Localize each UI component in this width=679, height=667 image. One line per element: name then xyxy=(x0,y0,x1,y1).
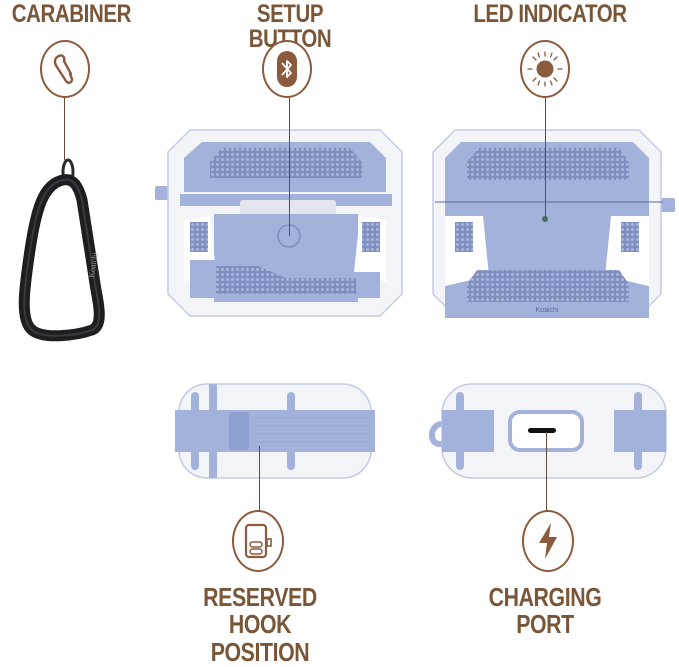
sun-led-icon xyxy=(527,51,563,87)
case-hook-icon xyxy=(244,523,272,559)
case-front-view xyxy=(155,129,403,317)
label-led-indicator: LED INDICATOR xyxy=(473,0,627,28)
label-reserved-hook: RESERVED HOOK POSITION xyxy=(170,582,350,667)
bluetooth-icon xyxy=(277,51,297,87)
label-charging-port: CHARGING PORT xyxy=(484,582,607,640)
charging-icon-circle xyxy=(522,510,574,572)
hook-icon-circle xyxy=(232,510,284,572)
setup-button-marker-line xyxy=(289,98,291,236)
carabiner-clip-icon xyxy=(53,54,74,84)
label-reserved-hook-line1: RESERVED HOOK xyxy=(203,582,317,640)
carabiner-icon-circle xyxy=(40,40,90,98)
label-setup-button: SETUP BUTTON xyxy=(248,0,332,53)
leader-line-hook xyxy=(259,446,261,512)
carabiner-brand-text: Koaichi xyxy=(87,251,100,278)
label-charging-port-line1: CHARGING xyxy=(488,582,602,612)
led-marker-line xyxy=(545,98,547,218)
label-reserved-hook-line2: POSITION xyxy=(210,636,310,667)
case-side-view xyxy=(175,383,375,479)
case-bottom-view xyxy=(429,383,667,479)
carabiner-image: Koaichi xyxy=(18,158,105,342)
label-carabiner: CARABINER xyxy=(11,0,132,28)
case-brand-text: Koaichi xyxy=(536,307,559,314)
led-icon-circle xyxy=(520,40,570,98)
lightning-bolt-icon xyxy=(539,523,557,559)
case-back-view: Koaichi xyxy=(432,129,675,318)
leader-line-carabiner xyxy=(64,98,66,160)
bluetooth-icon-circle xyxy=(262,40,312,98)
leader-line-charging xyxy=(546,432,548,512)
label-charging-port-line2: PORT xyxy=(516,609,574,640)
